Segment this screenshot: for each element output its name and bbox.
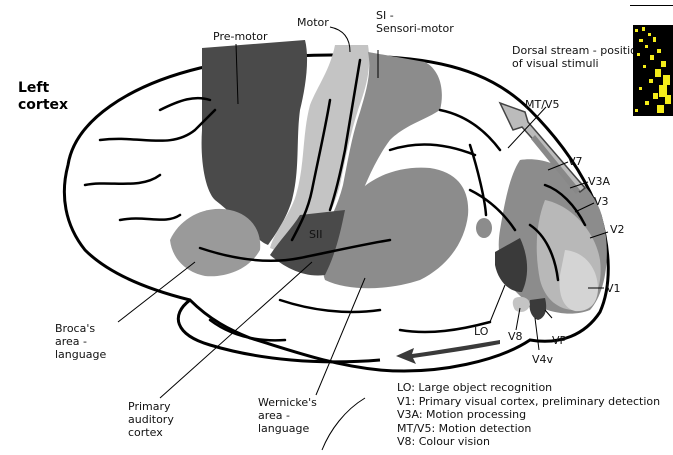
label-v1: V1 xyxy=(606,282,621,295)
legend-item: MT/V5: Motion detection xyxy=(397,422,660,436)
legend: LO: Large object recognition V1: Primary… xyxy=(397,381,660,449)
legend-item: LO: Large object recognition xyxy=(397,381,660,395)
label-mtv5: MT/V5 xyxy=(525,98,559,111)
label-v4v: V4v xyxy=(532,353,553,366)
label-broca: Broca's area - language xyxy=(55,322,106,361)
label-v8: V8 xyxy=(508,330,523,343)
label-lo: LO xyxy=(474,325,488,338)
label-wernicke: Wernicke's area - language xyxy=(258,396,317,435)
label-auditory: Primary auditory cortex xyxy=(128,400,174,439)
label-v2: V2 xyxy=(610,223,625,236)
thumbnail-border xyxy=(630,5,673,6)
legend-item: V3A: Motion processing xyxy=(397,408,660,422)
legend-item: V8: Colour vision xyxy=(397,435,660,449)
label-vp: VP xyxy=(552,334,566,347)
label-si: SI - Sensori-motor xyxy=(376,9,454,35)
mt-region xyxy=(476,218,492,238)
label-v7: V7 xyxy=(568,155,583,168)
label-motor: Motor xyxy=(297,16,329,29)
thumbnail-image xyxy=(633,25,673,116)
diagram-title: Left cortex xyxy=(18,80,68,114)
label-v3a: V3A xyxy=(588,175,610,188)
label-premotor: Pre-motor xyxy=(213,30,267,43)
legend-item: V1: Primary visual cortex, preliminary d… xyxy=(397,395,660,409)
label-dorsal: Dorsal stream - position of visual stimu… xyxy=(512,44,644,70)
label-v3: V3 xyxy=(594,195,609,208)
label-sii: SII xyxy=(309,228,322,241)
